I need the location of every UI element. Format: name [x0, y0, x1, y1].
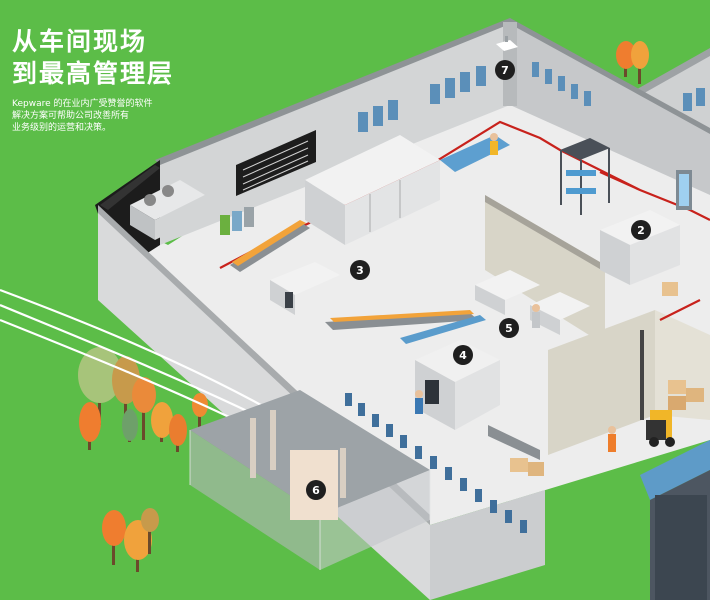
svg-text:7: 7	[501, 64, 509, 77]
svg-text:2: 2	[637, 224, 645, 237]
description-line-1: Kepware 的在业内广受赞誉的软件	[12, 99, 153, 109]
control-cabinets	[600, 170, 692, 285]
storage-rack	[560, 138, 610, 215]
markers: 2 3 4 5 6 7	[306, 60, 651, 500]
trees	[78, 41, 649, 572]
back-wall-right	[510, 22, 710, 195]
windows-back-right	[532, 62, 591, 106]
headline-line-2: 到最高管理层	[12, 59, 175, 88]
forklift-icon	[640, 330, 675, 447]
security-camera-icon	[496, 36, 518, 51]
marker-6[interactable]: 6	[306, 480, 326, 500]
production-line-machine	[305, 135, 510, 245]
loading-dock-canopy	[640, 440, 710, 500]
cnc-machine	[415, 340, 500, 430]
description-line-3: 业务级别的运营和决策。	[12, 123, 112, 133]
wall-dashboard-screen	[236, 130, 316, 196]
description: Kepware 的在业内广受赞誉的软件 解决方案可帮助公司改善所有 业务级别的运…	[12, 98, 212, 134]
svg-text:3: 3	[356, 264, 364, 277]
headline: 从车间现场 到最高管理层	[12, 26, 174, 90]
marker-3[interactable]: 3	[350, 260, 370, 280]
svg-text:4: 4	[459, 349, 467, 362]
workstation-left	[270, 262, 340, 315]
factory-building	[95, 18, 710, 600]
windows-back-left	[358, 66, 486, 132]
conveyor-belts	[230, 220, 540, 460]
hvac-unit-icon	[130, 180, 205, 240]
substation-icon	[189, 390, 431, 570]
marker-4[interactable]: 4	[453, 345, 473, 365]
marker-5[interactable]: 5	[499, 318, 519, 338]
marker-7[interactable]: 7	[495, 60, 515, 80]
description-line-2: 解决方案可帮助公司改善所有	[12, 111, 130, 121]
warehouse-crates	[510, 282, 704, 476]
headline-line-1: 从车间现场	[12, 27, 148, 56]
factory-workers	[415, 133, 616, 452]
partition-wall-b	[548, 310, 655, 455]
svg-text:5: 5	[505, 322, 513, 335]
windows-front	[345, 393, 527, 533]
marker-2[interactable]: 2	[631, 220, 651, 240]
svg-text:6: 6	[312, 484, 320, 497]
recycle-bins	[220, 207, 254, 235]
